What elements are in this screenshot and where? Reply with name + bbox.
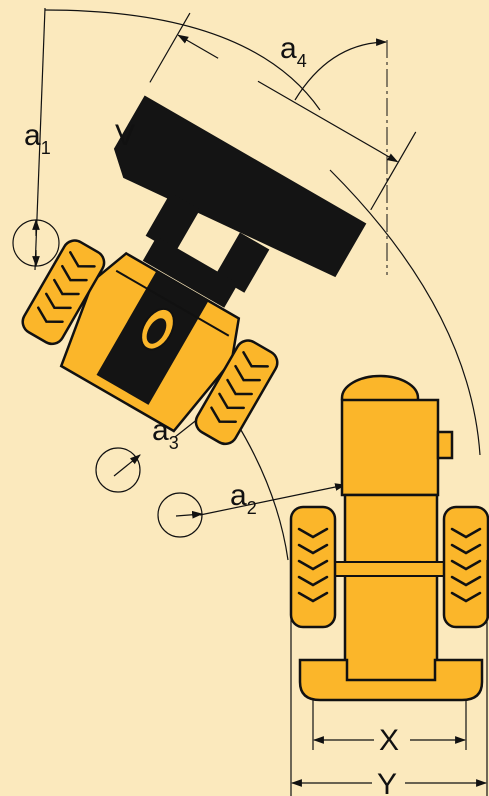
a2-leader-line xyxy=(199,483,347,516)
front-frame-group xyxy=(21,12,417,446)
a1-symbol-icon xyxy=(12,218,60,268)
label-v: V xyxy=(115,119,135,152)
turning-arc-a1 xyxy=(44,9,321,111)
lift-arm-right xyxy=(214,232,270,293)
v-arrow-left xyxy=(177,34,219,59)
rear-tire-right xyxy=(442,505,489,629)
front-tire-right xyxy=(194,339,279,446)
v-arrow-right xyxy=(257,80,399,163)
label-a4: a4 xyxy=(280,32,307,71)
label-a3: a3 xyxy=(152,414,179,453)
v-ext-right xyxy=(370,131,417,211)
a2-symbol-icon xyxy=(157,492,204,538)
rear-tire-left xyxy=(289,505,337,629)
turning-arc-a2 xyxy=(329,169,481,456)
counterweight xyxy=(298,658,484,702)
lift-arm-left xyxy=(145,192,201,253)
label-a1: a1 xyxy=(24,119,51,158)
turning-arc-a3 xyxy=(234,419,289,561)
v-ext-left xyxy=(149,12,191,83)
cylinder-core xyxy=(146,318,167,344)
side-mirror xyxy=(436,430,454,460)
arm-crossbar xyxy=(142,236,239,308)
a3-symbol-icon xyxy=(95,447,141,493)
bucket xyxy=(113,95,367,278)
label-a2: a2 xyxy=(230,479,257,518)
front-tire-left xyxy=(21,239,106,346)
rear-frame-upper xyxy=(340,398,440,497)
label-x: X xyxy=(379,724,399,757)
angle-arc-a4 xyxy=(294,38,388,101)
rear-axle xyxy=(329,561,453,577)
rear-frame-lower xyxy=(343,493,439,687)
label-y: Y xyxy=(377,768,397,796)
